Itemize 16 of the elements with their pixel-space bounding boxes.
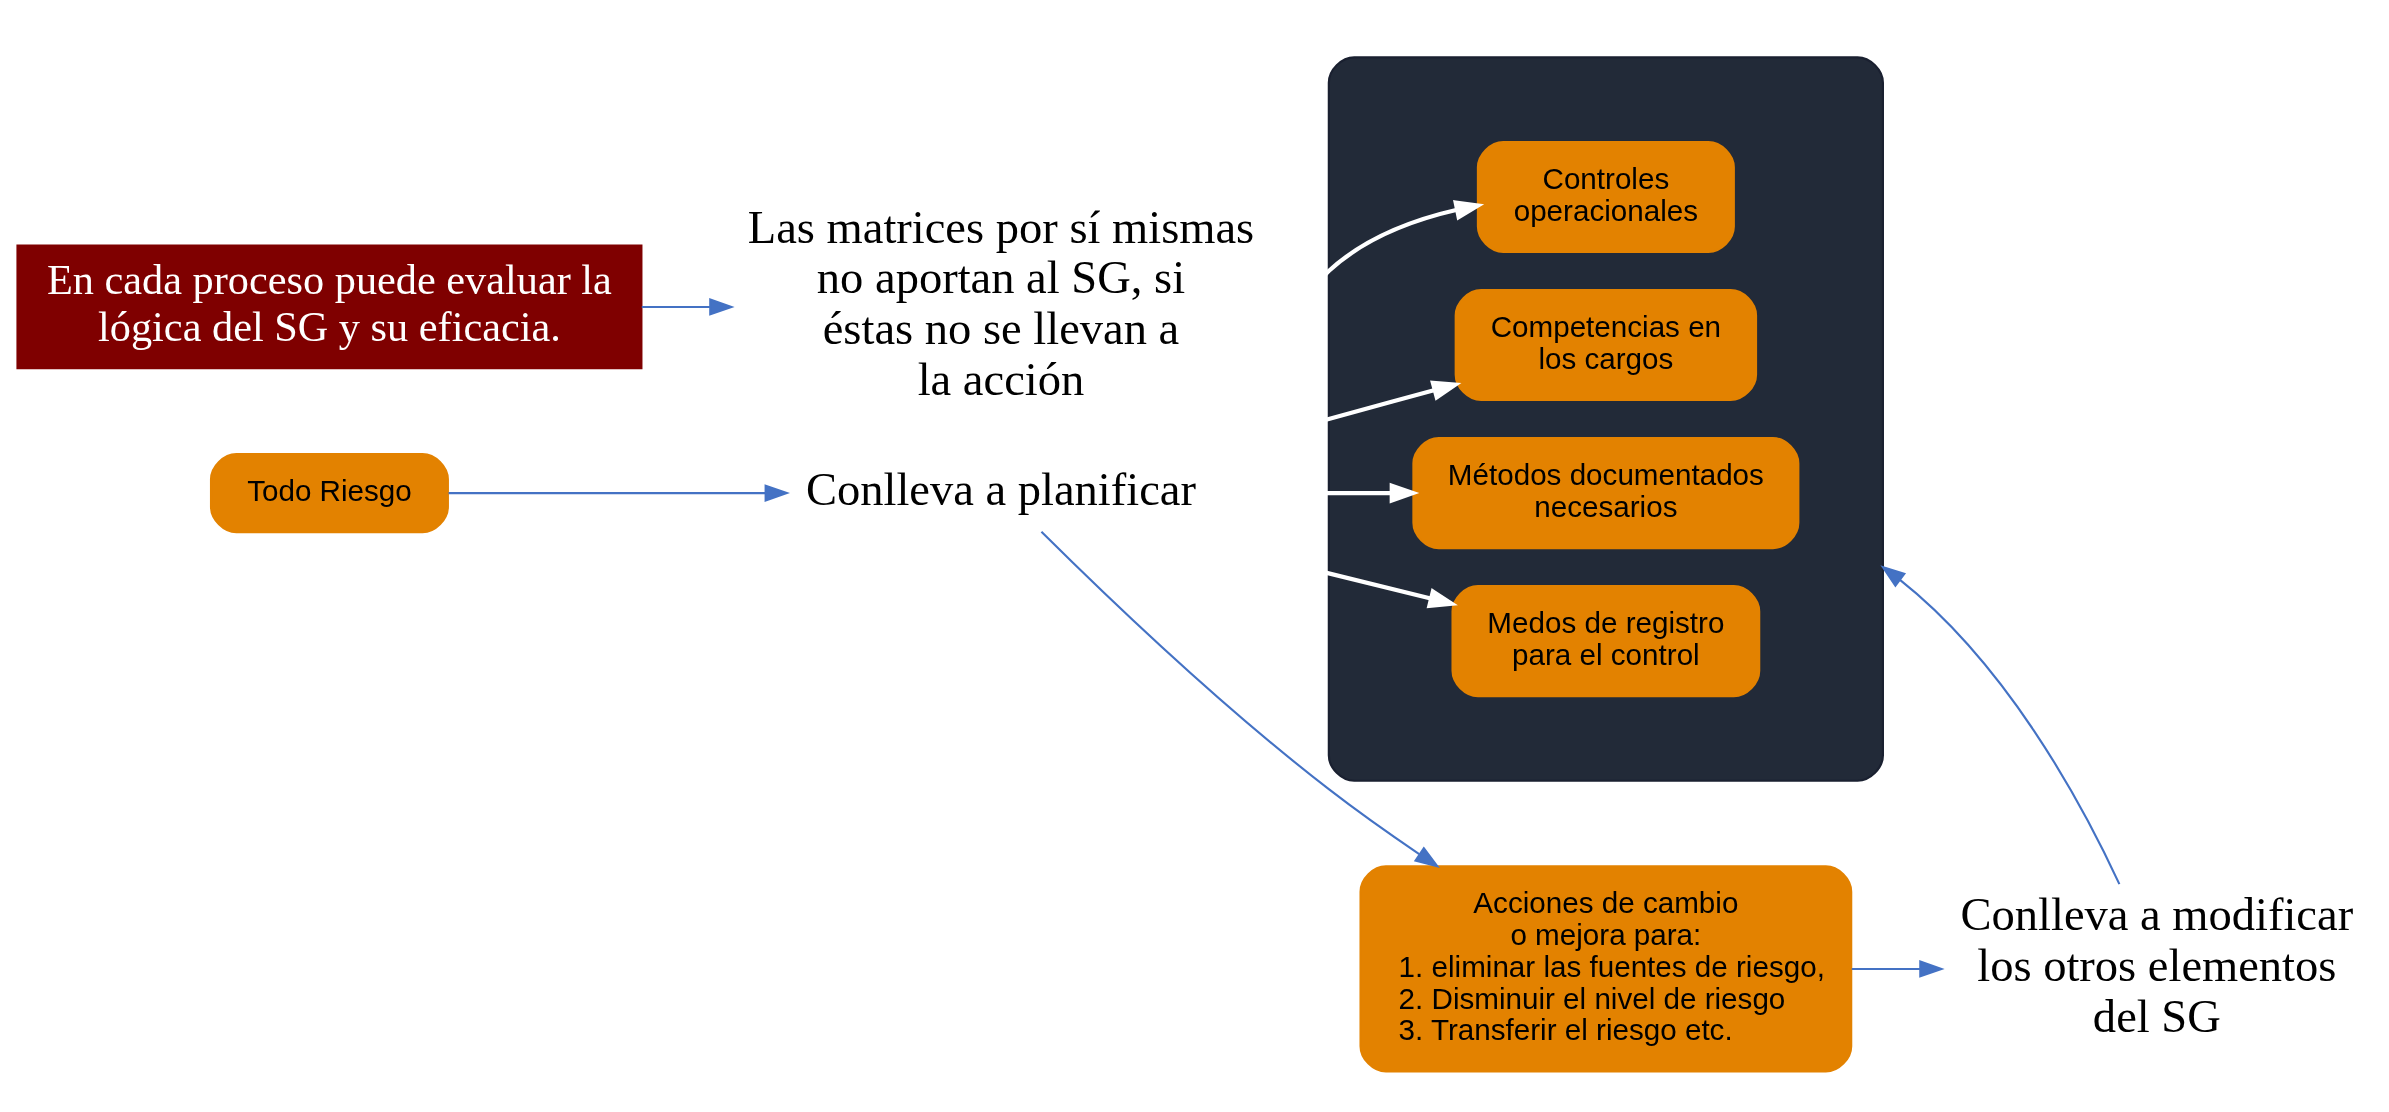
arrow: [448, 484, 790, 502]
arrow: [1040, 530, 1440, 868]
node-text: Conlleva a modificar los otros elementos del SG: [1960, 889, 2354, 1042]
arrow: [1880, 565, 2121, 885]
node-text: Conlleva a planificar: [805, 463, 1196, 515]
node-box: En cada proceso puede evaluar la lógica del SG y su eficacia.: [16, 244, 643, 370]
node-box: Acciones de cambio o mejora para: 1. eliminar las fuentes de riesgo, 2. Disminuir el nivel de riesgo 3. Transferir el riesgo etc.: [1359, 865, 1853, 1073]
node-box: Controles operacionales: [1476, 140, 1735, 253]
arrow: [641, 298, 735, 316]
node-box: Medos de registro para el control: [1451, 585, 1761, 698]
node-box: Todo Riesgo: [209, 452, 449, 534]
cluster: [1327, 56, 1884, 782]
node-box: Competencias en los cargos: [1454, 288, 1758, 402]
node-text: Las matrices por sí mismas no aportan al SG, si éstas no se llevan a la acción: [747, 201, 1255, 405]
arrow: [1851, 960, 1945, 978]
node-box: Métodos documentados necesarios: [1412, 437, 1800, 550]
